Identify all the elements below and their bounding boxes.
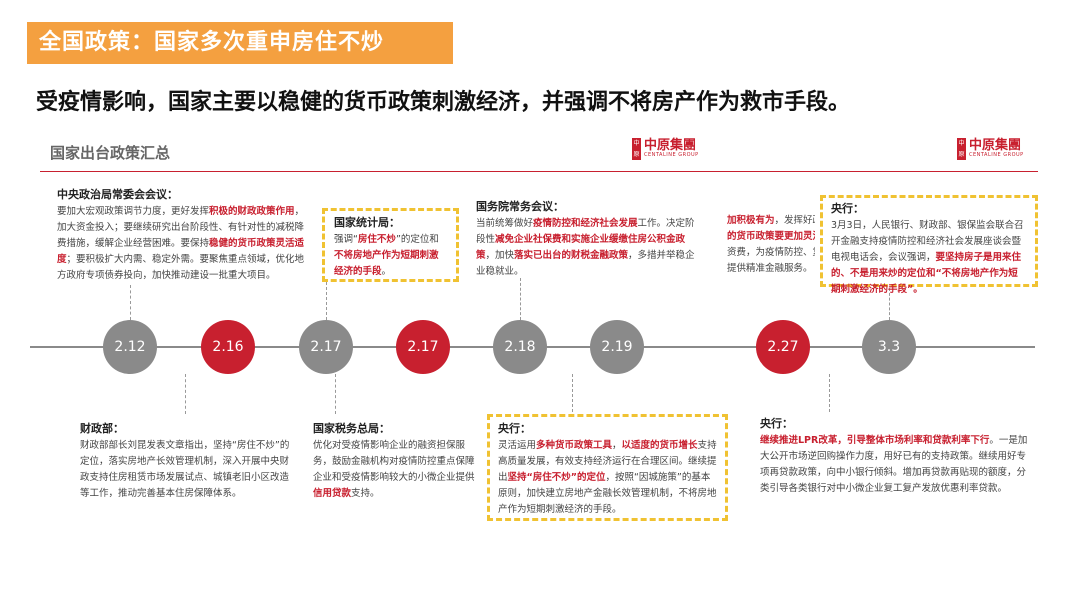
body-text: ，	[612, 440, 622, 451]
highlight-text: 的货币政策要更加灵活	[727, 231, 815, 242]
body-text: ，发挥好政	[774, 215, 815, 226]
highlight-text: 落实已出台的财税金融政策	[514, 250, 629, 261]
body-text: 3月3日，人民银行、财政部、银保监会联合召开金融支持疫情防控和经济社会发展座谈会…	[831, 220, 1024, 263]
body-text: 财政部部长刘昆发表文章指出，坚持“房住不炒”的定位，落实房地产长效管理机制，深入…	[80, 440, 290, 499]
policy-line: 资费，为疫情防控、复	[727, 245, 815, 261]
connector	[829, 374, 830, 412]
policy-text: 3月3日，人民银行、财政部、银保监会联合召开金融支持疫情防控和经济社会发展座谈会…	[831, 218, 1027, 298]
highlight-text: 不将房地产作为短期刺激经济的手段	[334, 250, 439, 277]
policy-text: 要加大宏观政策调节力度，更好发挥积极的财政政策作用，加大资金投入；要继续研究出台…	[57, 204, 309, 284]
section-title: 国家出台政策汇总	[50, 144, 171, 162]
policy-box: 国家税务总局： 优化对受疫情影响企业的融资担保服务，鼓励金融机构对疫情防控重点保障…	[313, 420, 475, 502]
body-text: 。	[381, 266, 392, 277]
body-text: 支持高质量发展，有效支持经济运行在合理区间。继续提出	[498, 440, 717, 483]
timeline-node-2.17: 2.17	[396, 320, 450, 374]
highlight-text: 坚持“房住不炒”的定位	[507, 472, 606, 483]
policy-text: 继续推进LPR改革，引导整体市场利率和贷款利率下行。一是加大公开市场逆回购操作力…	[760, 433, 1035, 497]
highlight-text: 继续推进LPR改革，引导整体市场利率和贷款利率下行	[760, 435, 990, 446]
body-text: 。一是加大公开市场逆回购操作力度，用好已有的支持政策。继续用好专项再贷款政策，向…	[760, 435, 1028, 494]
timeline-node-2.12: 2.12	[103, 320, 157, 374]
body-text: 优化对受疫情影响企业的融资担保服务，鼓励金融机构对疫情防控重点保障企业和受疫情影…	[313, 440, 475, 483]
connector	[130, 285, 131, 320]
body-text: ，加快	[485, 250, 515, 261]
logo-en: CENTALINE GROUP	[969, 152, 1024, 158]
body-text: ”的定位和	[395, 234, 439, 245]
body-text: 工作。决定阶段性	[476, 218, 695, 245]
timeline-node-2.17: 2.17	[299, 320, 353, 374]
policy-heading: 国家税务总局：	[313, 422, 390, 435]
body-text: ；要积极扩大内需、稳定外需。要聚焦重点领域，优化地方政府专项债券投向，加快推动建…	[57, 254, 305, 281]
policy-heading: 央行：	[760, 417, 793, 430]
highlight-text: 信用贷款	[313, 488, 352, 499]
connector	[185, 374, 186, 414]
logo-mark-icon: 中原	[632, 138, 641, 160]
connector	[520, 278, 521, 320]
highlight-text: 多种货币政策工具	[536, 440, 613, 451]
policy-heading: 中央政治局常委会会议：	[57, 188, 178, 201]
highlight-text: 疫情防控和经济社会发展	[533, 218, 638, 229]
policy-text: 当前统筹做好疫情防控和经济社会发展工作。决定阶段性减免企业社保费和实施企业缓缴住…	[476, 216, 696, 280]
body-text: ，多措并举稳企业稳就业。	[476, 250, 695, 277]
highlight-text: 减免企业社保费和实施企业缓缴住房公积金政策	[476, 234, 686, 261]
policy-heading: 国家统计局：	[334, 216, 400, 229]
body-text: 灵活运用	[498, 440, 537, 451]
highlight-text: 稳健的货币政策灵活适度	[57, 238, 305, 265]
body-text: 支持。	[351, 488, 380, 499]
policy-box: 财政部： 财政部部长刘昆发表文章指出，坚持“房住不炒”的定位，落实房地产长效管理机…	[80, 420, 295, 502]
policy-text: 强调“房住不炒”的定位和不将房地产作为短期刺激经济的手段。	[334, 232, 447, 280]
connector	[326, 282, 327, 320]
policy-text: 财政部部长刘昆发表文章指出，坚持“房住不炒”的定位，落实房地产长效管理机制，深入…	[80, 438, 295, 502]
logo-cn: 中原集團	[644, 138, 697, 153]
policy-box: 中央政治局常委会会议： 要加大宏观政策调节力度，更好发挥积极的财政政策作用，加大资…	[57, 186, 309, 284]
policy-box: 央行： 继续推进LPR改革，引导整体市场利率和贷款利率下行。一是加大公开市场逆回购…	[760, 415, 1035, 497]
policy-heading: 国务院常务会议：	[476, 200, 564, 213]
body-text: 提供精准金融服务。	[727, 263, 813, 274]
body-text: 强调“	[334, 234, 358, 245]
connector	[889, 288, 890, 320]
timeline-node-2.18: 2.18	[493, 320, 547, 374]
highlight-text: 以适度的货币增长	[621, 440, 698, 451]
logo-cn: 中原集團	[969, 138, 1022, 153]
timeline-node-2.19: 2.19	[590, 320, 644, 374]
policy-heading: 财政部：	[80, 422, 124, 435]
body-text: 要加大宏观政策调节力度，更好发挥	[57, 206, 210, 217]
highlight-text: 加积极有为	[727, 215, 775, 226]
policy-box: 国家统计局： 强调“房住不炒”的定位和不将房地产作为短期刺激经济的手段。	[322, 208, 459, 282]
policy-heading: 央行：	[831, 202, 864, 215]
policy-heading: 央行：	[498, 422, 531, 435]
policy-text: 灵活运用多种货币政策工具，以适度的货币增长支持高质量发展，有效支持经济运行在合理…	[498, 438, 717, 518]
policy-line: 的货币政策要更加灵活	[727, 229, 815, 245]
timeline-node-2.27: 2.27	[756, 320, 810, 374]
highlight-text: 要坚持房子是用来住的、不是用来炒的定位和“不将房地产作为短期刺激经济的手段”。	[831, 252, 1022, 295]
policy-box: 国务院常务会议： 当前统筹做好疫情防控和经济社会发展工作。决定阶段性减免企业社保费…	[476, 198, 696, 280]
timeline-node-3.3: 3.3	[862, 320, 916, 374]
slide-title: 全国政策：国家多次重申房住不炒	[27, 22, 453, 64]
divider-line	[40, 171, 1038, 172]
headline: 受疫情影响，国家主要以稳健的货币政策刺激经济，并强调不将房产作为救市手段。	[36, 90, 851, 115]
policy-line: 加积极有为，发挥好政	[727, 213, 815, 229]
timeline-node-2.16: 2.16	[201, 320, 255, 374]
connector	[335, 374, 336, 414]
body-text: 资费，为疫情防控、复	[727, 247, 815, 258]
policy-text: 优化对受疫情影响企业的融资担保服务，鼓励金融机构对疫情防控重点保障企业和受疫情影…	[313, 438, 475, 502]
logo-mark-icon: 中原	[957, 138, 966, 160]
policy-box: 央行： 灵活运用多种货币政策工具，以适度的货币增长支持高质量发展，有效支持经济运行…	[487, 414, 728, 521]
body-text: 当前统筹做好	[476, 218, 534, 229]
logo-en: CENTALINE GROUP	[644, 152, 699, 158]
policy-box: 央行： 3月3日，人民银行、财政部、银保监会联合召开金融支持疫情防控和经济社会发展…	[820, 195, 1038, 295]
policy-line: 提供精准金融服务。	[727, 261, 815, 277]
highlight-text: 积极的财政政策作用	[209, 206, 295, 217]
connector	[572, 374, 573, 412]
body-text: ，按照“因城施策”的基本原则，加快建立房地产金融长效管理机制，不将房地产作为短期…	[498, 472, 717, 515]
highlight-text: 房住不炒	[357, 234, 396, 245]
body-text: ，加大资金投入；要继续研究出台阶段性、有针对性的减税降费措施，缓解企业经营困难。…	[57, 206, 305, 249]
